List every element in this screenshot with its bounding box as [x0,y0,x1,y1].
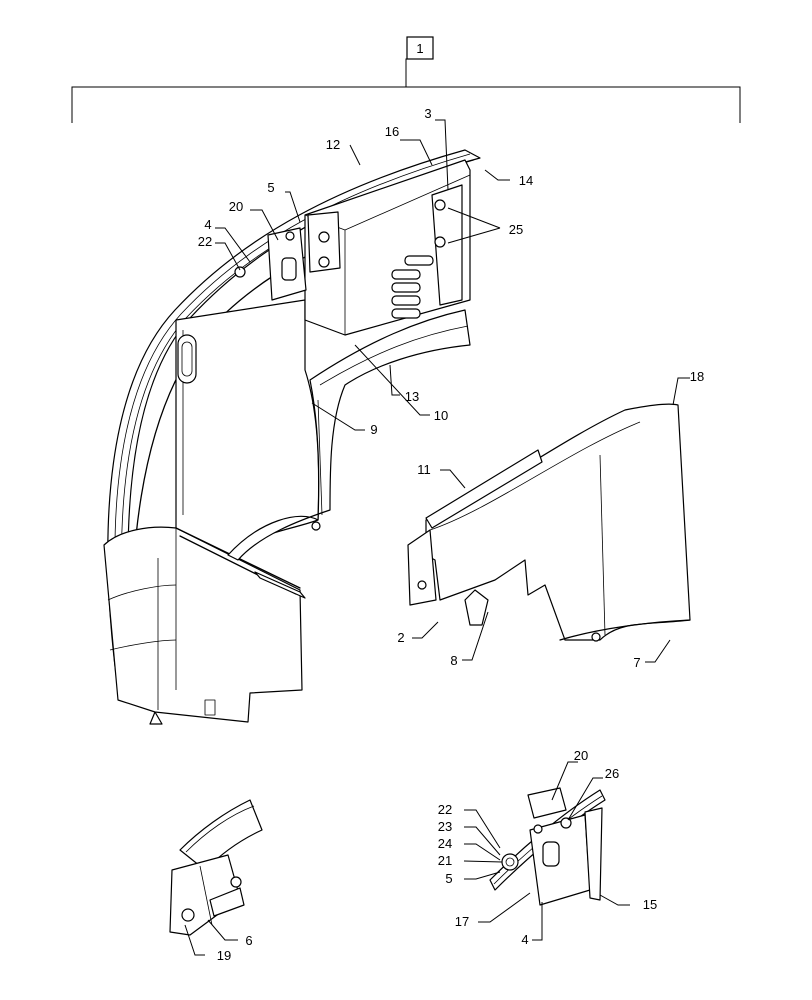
callout-5: 5 [267,180,274,195]
callout-26: 26 [605,766,619,781]
callout-17: 17 [455,914,469,929]
callout-4-detail: 4 [521,932,528,947]
callout-9: 9 [370,422,377,437]
callout-12: 12 [326,137,340,152]
assembly-bracket: 1 [71,36,741,123]
callout-24: 24 [438,836,452,851]
callout-15: 15 [643,897,657,912]
detail-view-right [489,787,606,906]
assembly-number: 1 [416,41,423,56]
callout-6: 6 [245,933,252,948]
callout-10: 10 [434,408,448,423]
callout-5-detail: 5 [445,871,452,886]
callout-4: 4 [204,217,211,232]
callout-14: 14 [519,173,533,188]
callout-2: 2 [397,630,404,645]
callout-7: 7 [633,655,640,670]
callout-3: 3 [424,106,431,121]
callout-22-detail: 22 [438,802,452,817]
callout-22: 22 [198,234,212,249]
callout-20-detail: 20 [574,748,588,763]
main-fender-assembly [103,149,481,725]
callout-20: 20 [229,199,243,214]
callout-18: 18 [690,369,704,384]
callout-11: 11 [417,462,431,477]
callout-16: 16 [385,124,399,139]
leader-lines [184,119,690,956]
callout-25: 25 [509,222,523,237]
callout-8: 8 [450,653,457,668]
callout-23: 23 [438,819,452,834]
callout-labels: 16 3 12 14 5 20 4 22 25 13 10 9 18 11 2 … [198,106,704,963]
detail-view-left [169,799,263,936]
callout-19: 19 [217,948,231,963]
callout-13: 13 [405,389,419,404]
rear-fender-section [407,403,691,642]
callout-21: 21 [438,853,452,868]
